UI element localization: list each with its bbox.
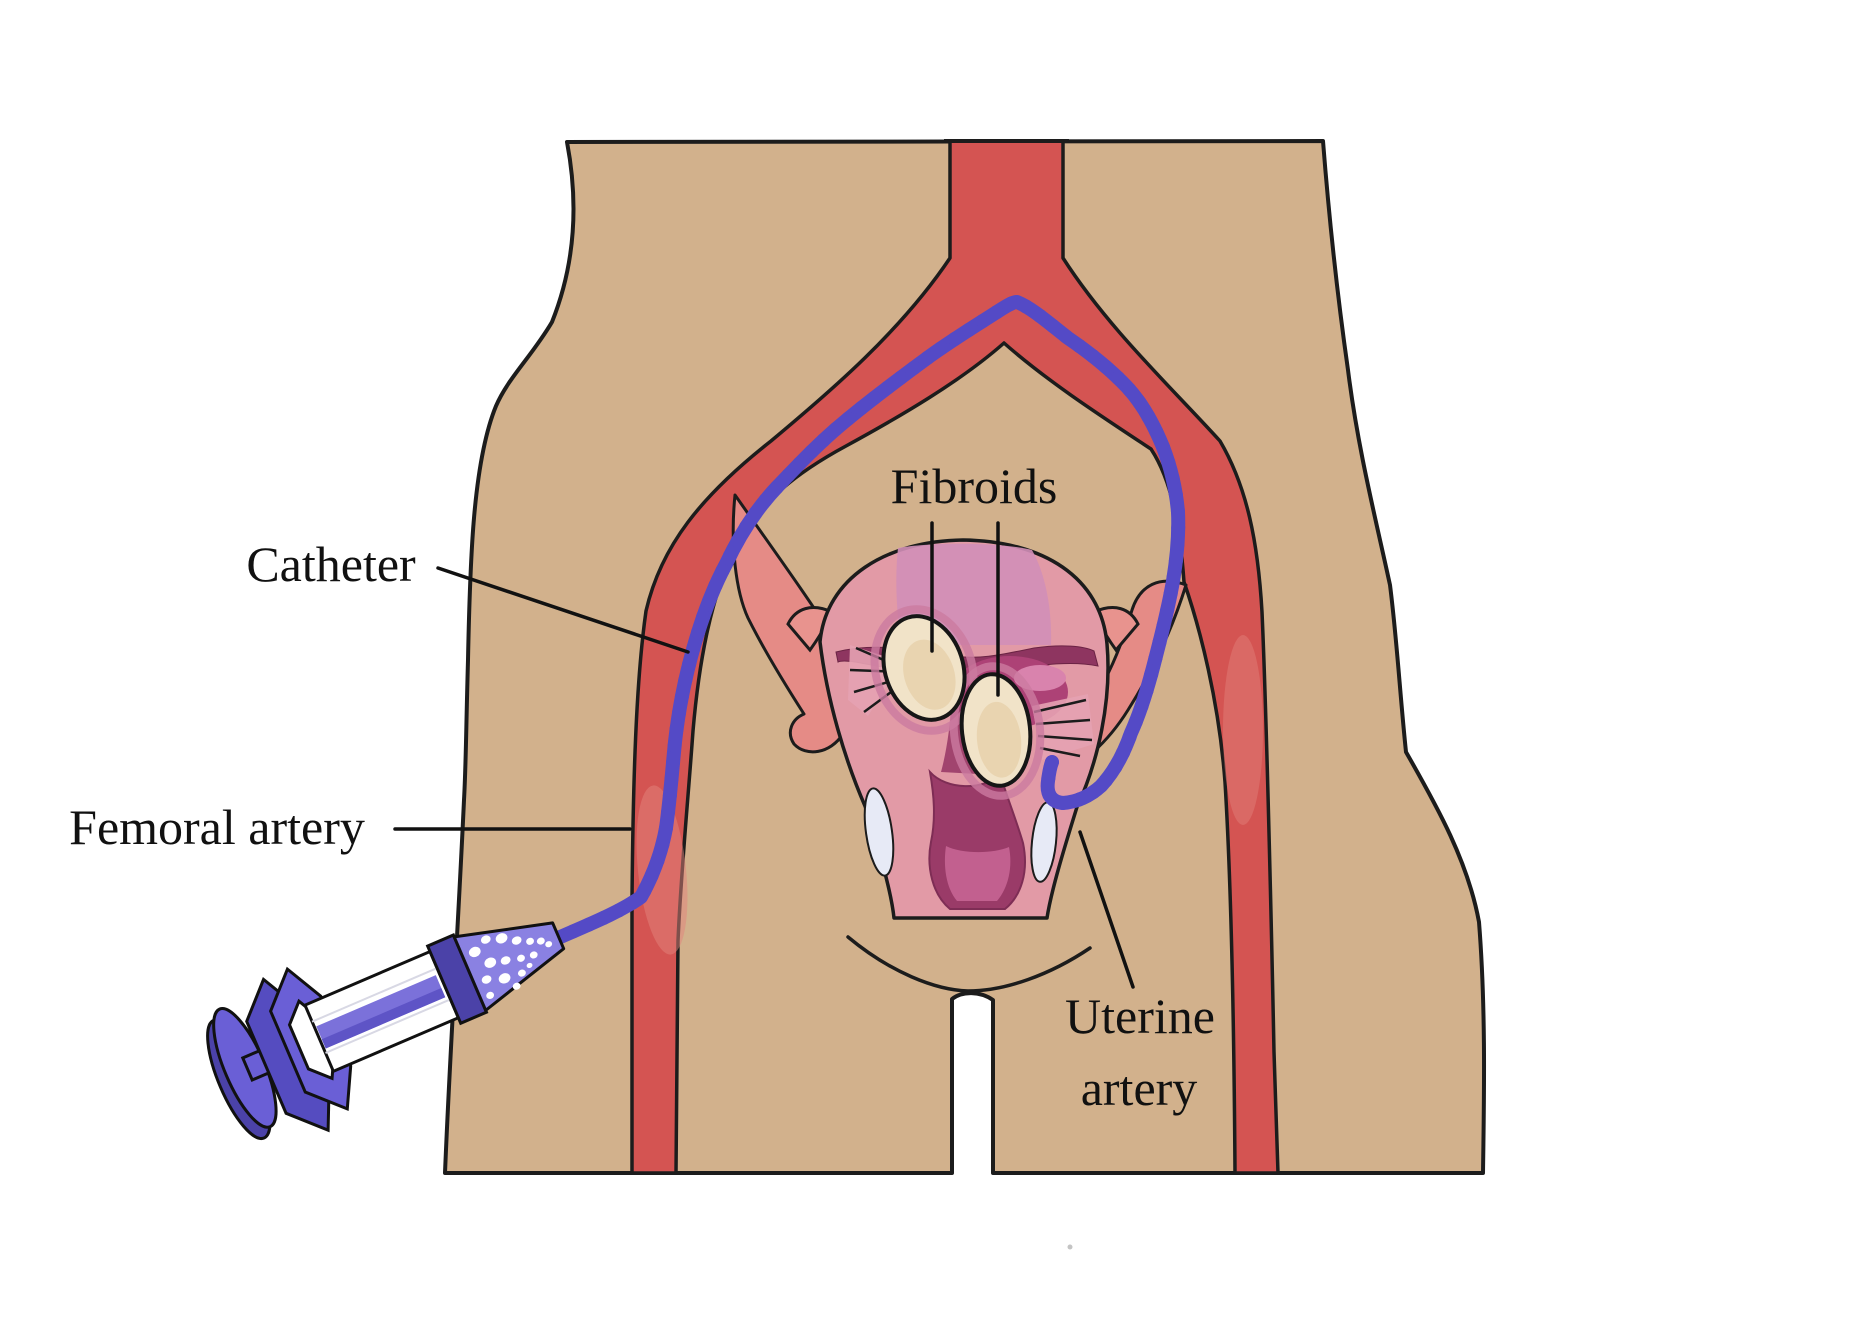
ligament-fan-right <box>1032 694 1094 760</box>
embolic-particles <box>468 933 553 999</box>
label-fibroids: Fibroids <box>891 458 1058 514</box>
syringe-tip-cone <box>452 921 566 1012</box>
label-uterine-artery-line2: artery <box>1081 1060 1198 1116</box>
ligament-fan-right-stripes <box>1033 698 1093 758</box>
aorta-iliac-femoral-arteries <box>630 139 1280 1175</box>
femoral-artery-left-highlight <box>636 785 688 955</box>
leader-lines <box>393 521 1135 989</box>
uterine-artery-leader <box>1078 830 1135 989</box>
cervix-inner <box>944 846 1011 901</box>
femoral-artery-right-highlight <box>1223 635 1263 825</box>
fibroid-2-capsule <box>949 662 1045 800</box>
pubic-arc <box>846 935 1092 993</box>
stray-dot <box>1067 1244 1073 1250</box>
catheter-tube <box>551 295 1178 945</box>
syringe <box>206 921 566 1141</box>
paracervical-gap-left <box>863 787 895 877</box>
label-catheter: Catheter <box>246 536 416 592</box>
catheter-leader <box>436 566 690 654</box>
label-femoral-artery: Femoral artery <box>69 799 365 855</box>
label-uterine-artery-line1: Uterine <box>1065 988 1215 1044</box>
fibroid-1 <box>881 614 967 722</box>
fibroid-1-capsule <box>870 605 978 735</box>
fibroid-2 <box>959 672 1033 788</box>
syringe-rod-facet <box>321 988 446 1049</box>
